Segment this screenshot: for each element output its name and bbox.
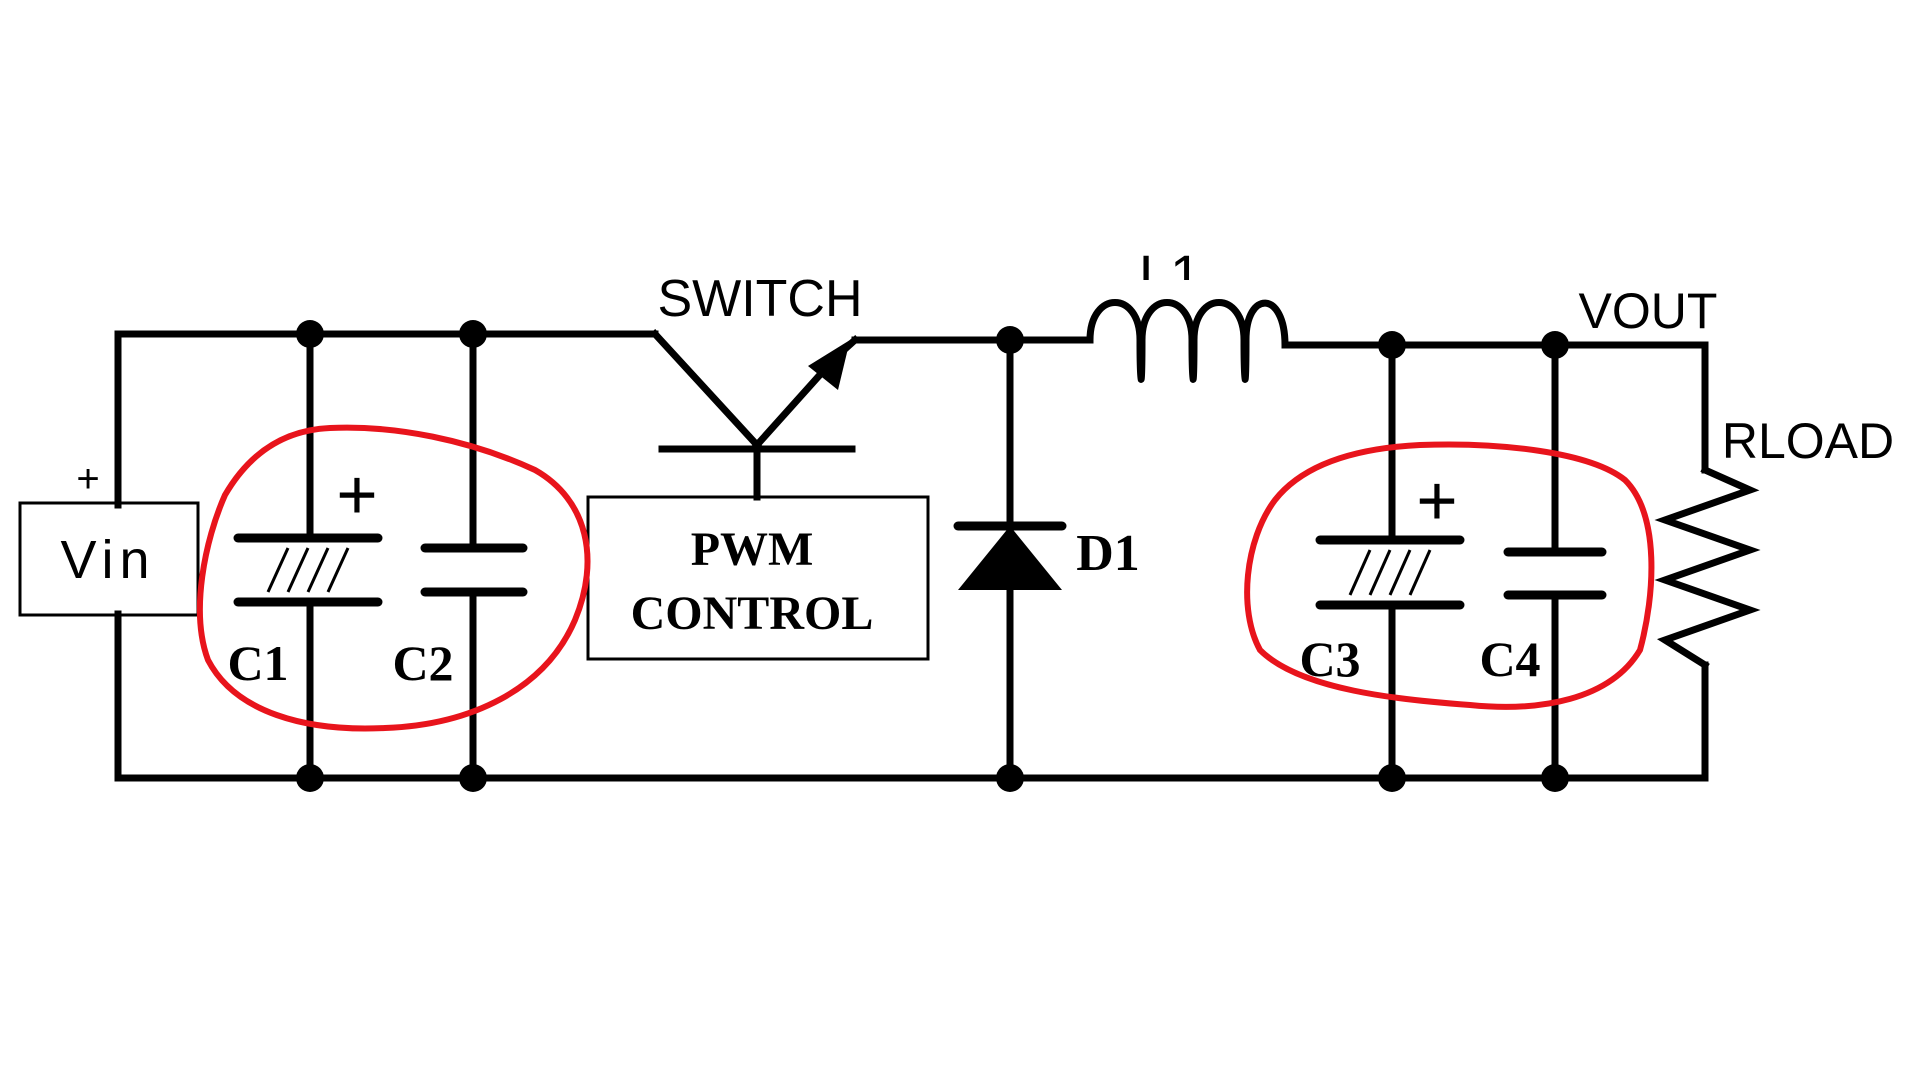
junction-dot xyxy=(1378,331,1406,359)
l1-label: L1 xyxy=(1139,243,1201,306)
rload-label: RLOAD xyxy=(1722,413,1894,469)
pwm-label-line1: PWM xyxy=(691,523,814,576)
vout-label: VOUT xyxy=(1579,283,1718,339)
junction-dot xyxy=(996,326,1024,354)
vin-label: Vin xyxy=(60,530,155,590)
diode-d1: D1 xyxy=(953,336,1140,782)
junction-dot xyxy=(1378,764,1406,792)
c4-label: C4 xyxy=(1479,631,1540,687)
pwm-controller: PWM CONTROL xyxy=(586,495,930,661)
capacitor-c3: + C3 xyxy=(1299,341,1465,782)
junction-dots xyxy=(296,320,1569,792)
d1-label: D1 xyxy=(1076,525,1140,582)
junction-dot xyxy=(1541,331,1569,359)
switch-transistor: SWITCH xyxy=(650,270,863,501)
wires xyxy=(114,330,1709,782)
vin-source: Vin + xyxy=(18,457,200,617)
junction-dot xyxy=(1541,764,1569,792)
junction-dot xyxy=(996,764,1024,792)
c3-polarity: + xyxy=(1416,461,1458,543)
vin-polarity: + xyxy=(76,457,99,501)
switch-label: SWITCH xyxy=(657,270,862,328)
capacitor-c4: C4 xyxy=(1479,341,1607,782)
input-capacitor-highlight xyxy=(197,424,591,732)
load-resistor: RLOAD xyxy=(1654,413,1894,670)
inductor-l1: L1 xyxy=(1086,243,1289,383)
junction-dot xyxy=(459,320,487,348)
junction-dot xyxy=(459,764,487,792)
c2-label: C2 xyxy=(392,635,453,691)
pwm-label-line2: CONTROL xyxy=(631,587,874,640)
capacitor-c1: + C1 xyxy=(227,330,383,782)
c1-label: C1 xyxy=(227,635,288,691)
output-capacitor-highlight xyxy=(1244,441,1655,710)
capacitor-c2: C2 xyxy=(392,330,528,782)
junction-dot xyxy=(296,320,324,348)
c1-polarity: + xyxy=(336,455,378,537)
junction-dot xyxy=(296,764,324,792)
